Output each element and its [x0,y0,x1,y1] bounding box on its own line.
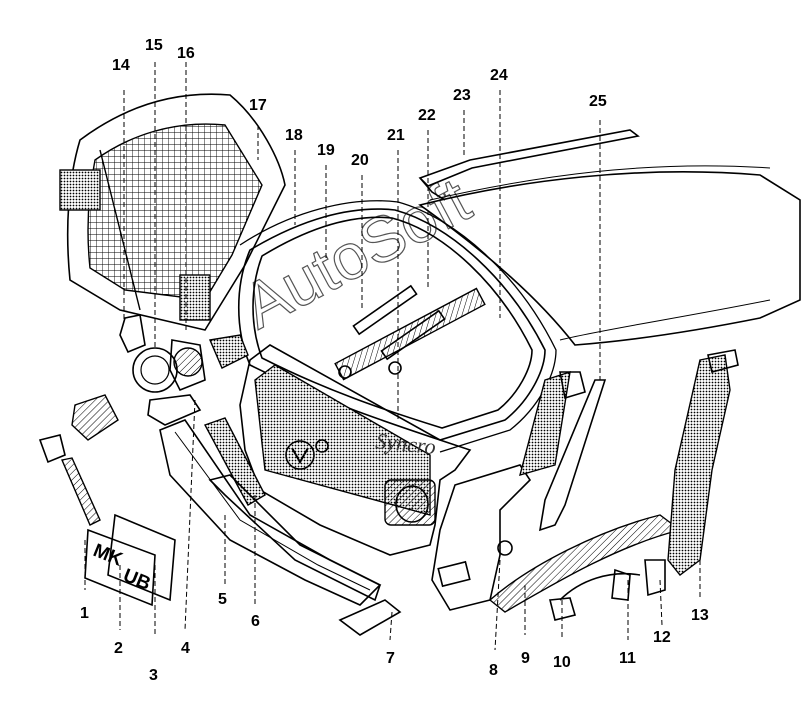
leader-lines [84,62,701,651]
bumper [208,474,381,602]
callout-18: 18 [285,127,303,144]
lower-front-valance [159,419,382,606]
callout-1: 1 [80,605,89,622]
callout-10: 10 [553,654,571,671]
callout-13: 13 [691,607,709,624]
callout-23: 23 [453,87,471,104]
callout-5: 5 [218,591,227,608]
callout-4: 4 [181,640,190,657]
callout-14: 14 [112,57,130,74]
callout-15: 15 [145,37,163,54]
callout-16: 16 [177,45,195,62]
callout-8: 8 [489,662,498,679]
callout-2: 2 [114,640,123,657]
front-grille-panel: Syncro [239,344,472,556]
lamp-bracket [119,314,249,369]
rear-hatch [59,93,286,331]
roof-panel [418,165,801,346]
callout-11: 11 [619,650,636,667]
callout-24: 24 [490,67,508,84]
callout-25: 25 [589,93,607,110]
callout-17: 17 [249,97,267,114]
callout-12: 12 [653,629,671,646]
callout-21: 21 [387,127,405,144]
callout-20: 20 [351,152,369,169]
turn-signal [38,394,202,464]
sill-trim [667,349,739,576]
pillar-vent-grille [519,370,607,532]
callout-22: 22 [418,107,436,124]
wheel-arch [488,514,682,613]
wiper-linkage [334,284,486,381]
small-cover [338,599,402,636]
callout-7: 7 [386,650,395,667]
callout-labels: 1 2 3 4 5 6 7 8 9 10 11 12 13 14 15 16 1… [80,37,709,684]
headlamp [132,339,206,393]
license-plate-bracket [61,457,176,602]
callout-9: 9 [521,650,530,667]
callout-3: 3 [149,667,158,684]
callout-6: 6 [251,613,260,630]
callout-19: 19 [317,142,335,159]
